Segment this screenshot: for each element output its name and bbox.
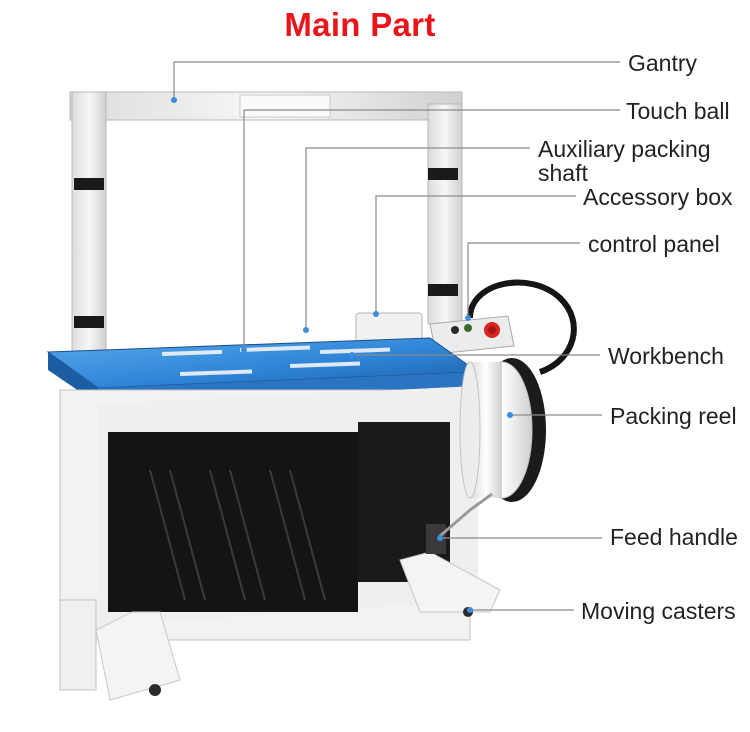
leader-auxiliary-shaft: [305, 147, 530, 330]
label-touch-ball: Touch ball: [626, 98, 730, 124]
label-moving-casters: Moving casters: [581, 598, 736, 624]
label-packing-reel: Packing reel: [610, 403, 737, 429]
gantry-frame: [69, 91, 463, 361]
packing-reel-shape: [459, 358, 546, 502]
leader-dots: [171, 97, 513, 613]
leader-touch-ball: [243, 109, 620, 350]
leader-control-panel: [467, 242, 580, 318]
cabinet-body: [59, 386, 478, 641]
label-control-panel: control panel: [588, 231, 720, 257]
label-auxiliary-packing-line2: shaft: [538, 160, 588, 186]
feed-handle-shape: [426, 492, 493, 554]
label-workbench: Workbench: [608, 343, 724, 369]
label-gantry: Gantry: [628, 50, 698, 76]
page-title: Main Part: [284, 6, 436, 43]
label-feed-handle: Feed handle: [610, 524, 738, 550]
caster-wheel-left: [149, 684, 161, 696]
leader-gantry: [173, 61, 620, 100]
leader-lines: [173, 61, 620, 611]
control-panel-shape: [429, 315, 515, 355]
label-accessory-box: Accessory box: [583, 184, 733, 210]
power-cable: [467, 279, 577, 375]
label-auxiliary-packing-line1: Auxiliary packing: [538, 136, 711, 162]
leader-accessory-box: [375, 195, 576, 314]
